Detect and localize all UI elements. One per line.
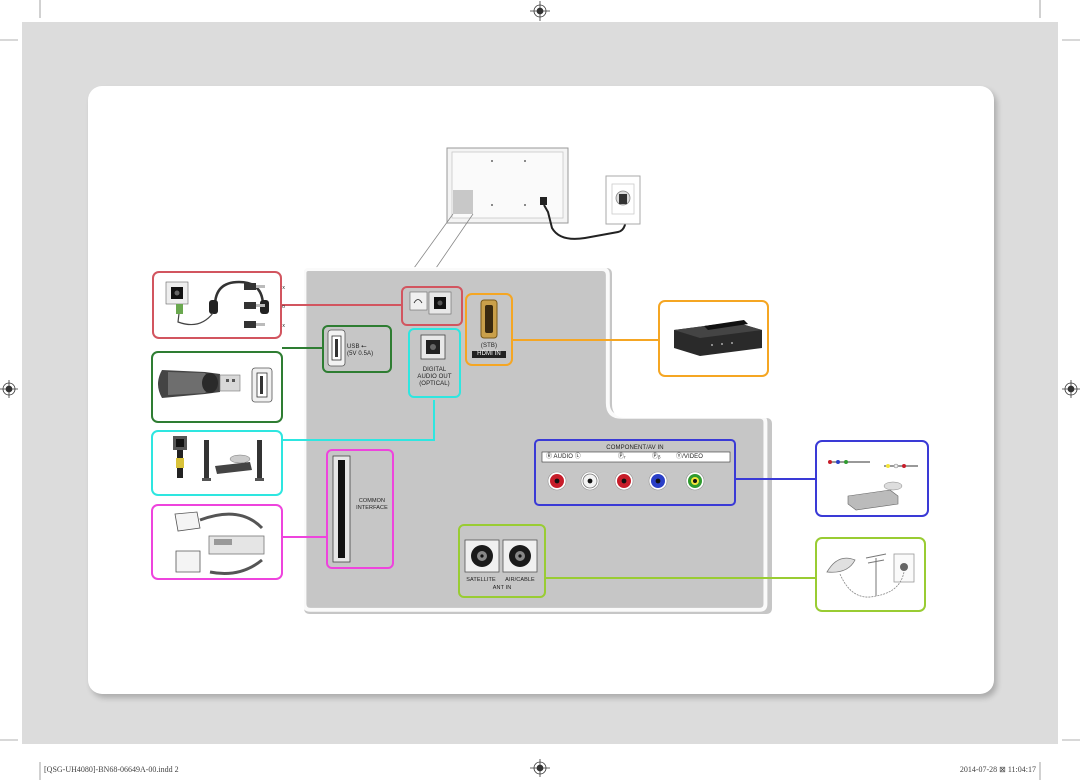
headphone-plug-label-3: x (282, 323, 285, 329)
component-video-label: Ⓨ/VIDEO (676, 454, 704, 460)
av-cable-icon (828, 460, 918, 511)
connection-lines (282, 304, 815, 579)
usb-power-label: (5V 0.5A) (347, 351, 374, 357)
antenna-device-box (815, 537, 926, 612)
tv-rear-illustration (446, 147, 627, 240)
footer-timestamp: 2014-07-28 ⊠ 11:04:17 (959, 765, 1036, 774)
hdmi-port (485, 305, 493, 333)
antenna-icon (826, 553, 915, 598)
satellite-label: SATELLITE (466, 577, 496, 583)
home-theater-icon (173, 436, 264, 481)
headphone-icon (165, 280, 269, 326)
optical-label-line3: (OPTICAL) (419, 381, 450, 387)
registration-mark-left (0, 380, 18, 398)
optical-device-box (151, 430, 283, 496)
ci-label-line1: COMMON (358, 498, 386, 504)
usb-symbol-icon: ⭠ (361, 343, 367, 350)
air-cable-label: AIR/CABLE (505, 577, 535, 583)
headphone-port-box (401, 286, 463, 326)
ci-slot (338, 460, 345, 558)
wall-outlet-power (605, 175, 641, 225)
headphone-port-icon (413, 299, 423, 304)
hdmi-in-label: HDMI IN (472, 351, 506, 358)
hdmi-stb-label: (STB) (480, 343, 498, 349)
optical-label-line1: DIGITAL (422, 367, 447, 373)
component-pr-label: Ⓟᵣ (618, 454, 626, 460)
usb-port-box (322, 325, 392, 373)
zoom-callout-lines (413, 213, 474, 269)
ci-device-box (151, 504, 283, 580)
headphone-plug-label-1: x (282, 285, 285, 291)
registration-mark-right (1062, 380, 1080, 398)
ci-card-icon (174, 511, 265, 575)
usb-label: USB (347, 344, 360, 350)
av-device-box (815, 440, 929, 517)
headphone-plug-label-2: o (282, 304, 285, 310)
registration-mark-top (530, 1, 550, 21)
optical-port-box (408, 328, 461, 398)
component-port-box (534, 439, 736, 506)
ant-in-label: ANT IN (492, 585, 512, 591)
headphone-device-box (152, 271, 282, 339)
ci-port-box (326, 449, 394, 569)
hdmi-port-box (465, 293, 513, 366)
component-jacks (547, 471, 705, 491)
registration-mark-bottom (530, 759, 550, 777)
component-pb-label: Ⓟᵦ (652, 454, 661, 460)
antenna-port-box (458, 524, 546, 598)
component-title: COMPONENT/AV IN (606, 445, 664, 451)
optical-label-line2: AUDIO OUT (417, 374, 452, 380)
set-top-box-icon (674, 320, 762, 356)
footer-file-name: [QSG-UH4080]-BN68-06649A-00.indd 2 (44, 765, 179, 774)
usb-device-box (151, 351, 283, 423)
optical-connection-line (282, 400, 435, 441)
headphone-plug-types (244, 283, 265, 328)
component-audio-label: Ⓡ AUDIO Ⓛ (546, 454, 581, 460)
ci-label-line2: INTERFACE (356, 505, 388, 511)
set-top-box-device-box (658, 300, 769, 377)
usb-flash-drive-icon (158, 367, 273, 403)
